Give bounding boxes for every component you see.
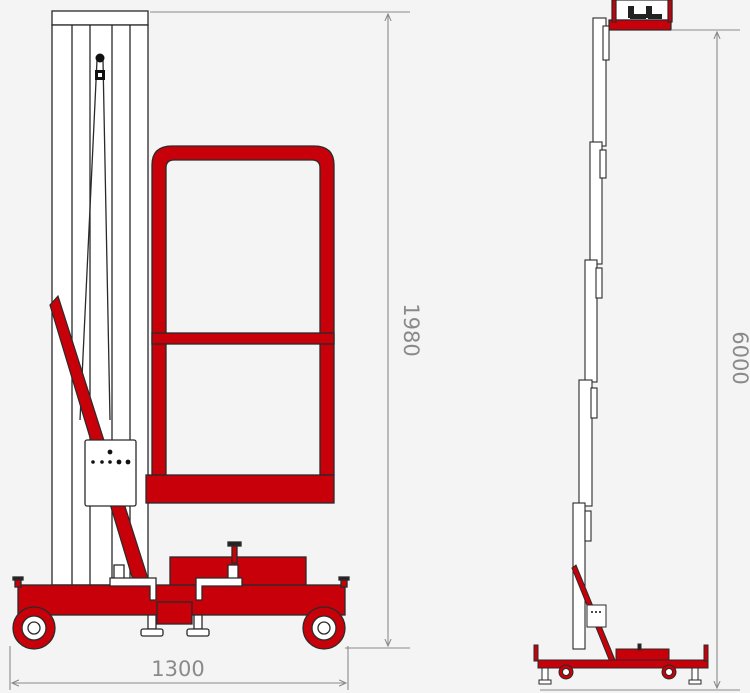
control-box xyxy=(84,439,137,507)
wheel-right xyxy=(302,606,346,650)
base-width-label: 1300 xyxy=(151,657,204,681)
max-height-dimension xyxy=(540,29,740,691)
side-base-frame xyxy=(533,643,709,685)
side-wheel-left xyxy=(558,664,574,680)
platform-height-label: 1980 xyxy=(399,303,423,356)
max-height-label: 6000 xyxy=(728,331,750,384)
platform-guardrail xyxy=(145,145,335,504)
side-control-box xyxy=(586,604,607,628)
side-wheel-right xyxy=(661,664,677,680)
side-view-extended: 6000 xyxy=(533,0,750,691)
operator-feet-icon xyxy=(628,6,662,19)
height-dimension xyxy=(150,11,410,649)
pulley-icon xyxy=(95,53,105,80)
front-view: 1980 1300 xyxy=(9,10,423,690)
wheel-left xyxy=(12,606,56,650)
width-dimension xyxy=(9,646,349,690)
base-frame xyxy=(12,541,350,637)
telescopic-mast xyxy=(572,17,610,650)
